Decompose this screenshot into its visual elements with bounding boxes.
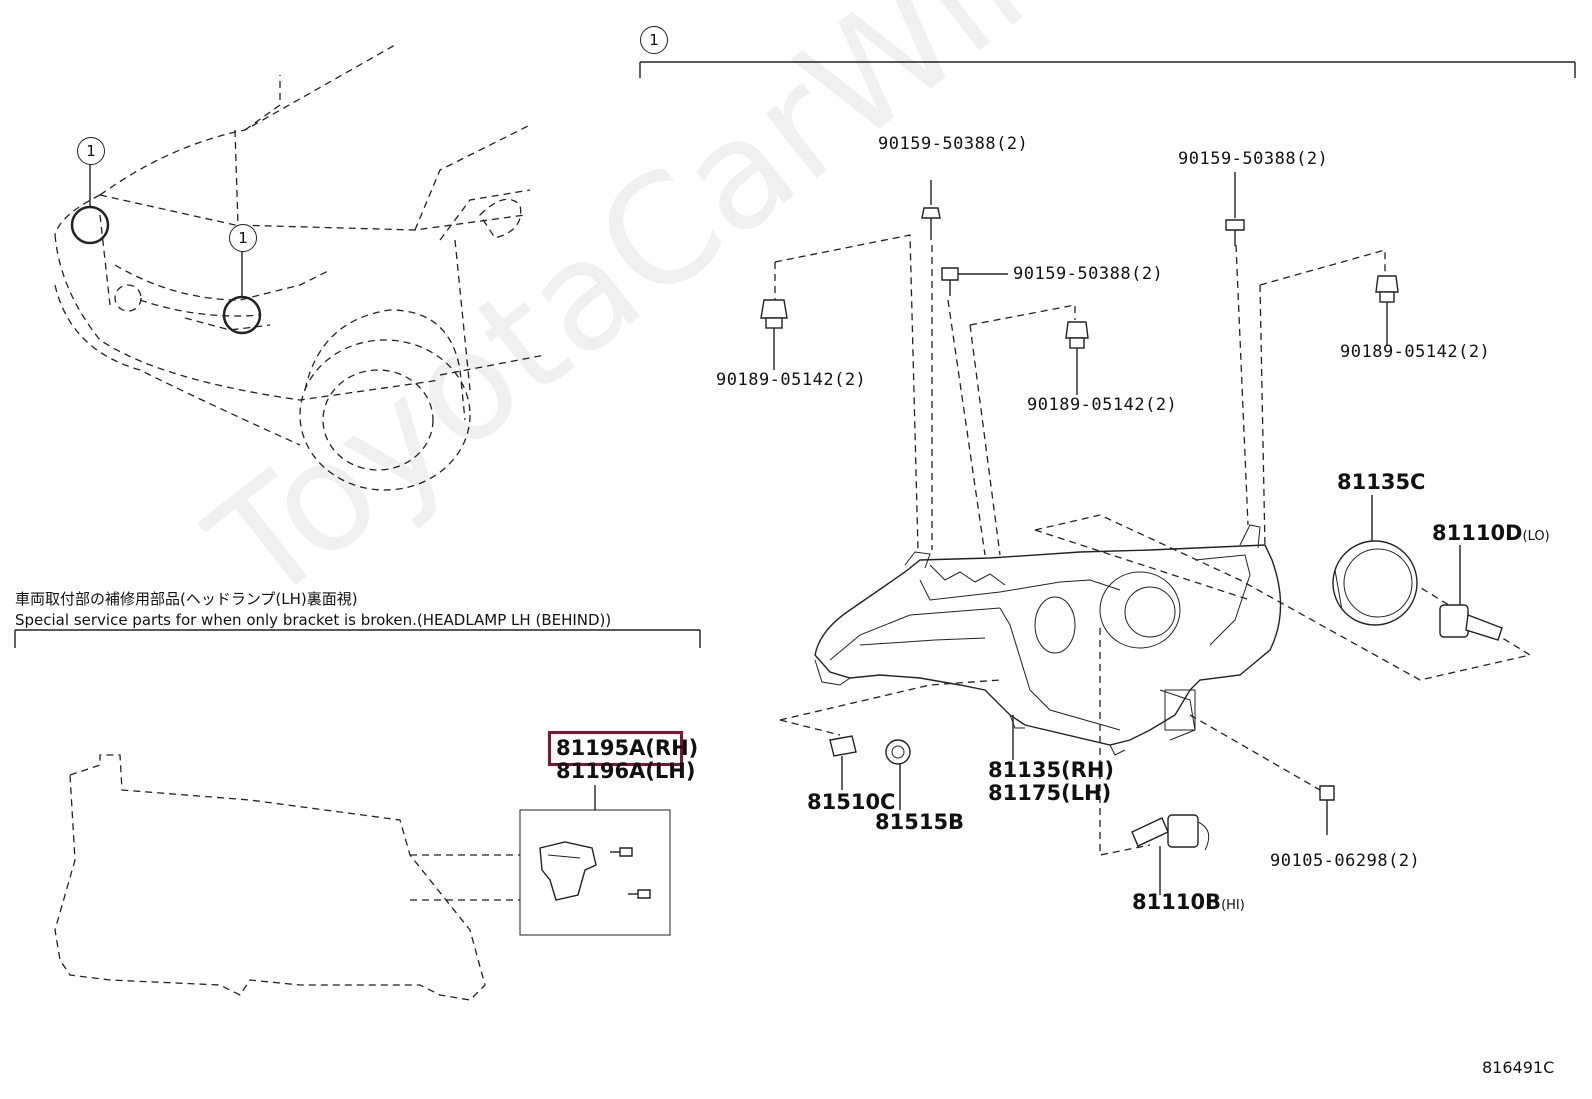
fastener-screw-bottom (1319, 785, 1335, 835)
dust-cap-part (1332, 495, 1418, 626)
headlamp-back-outline (54, 754, 520, 1001)
label-bulb-lo-suffix: (LO) (1522, 529, 1550, 544)
bulb-lo-part (1439, 545, 1503, 641)
label-screw-90159-left[interactable]: 90159-50388(2) (878, 134, 1029, 154)
label-screw-90159-right[interactable]: 90159-50388(2) (1178, 149, 1329, 169)
fastener-screw-mid (941, 267, 1008, 296)
label-bracket-lh[interactable]: 81196A(LH) (556, 759, 696, 783)
label-bracket-rh[interactable]: 81195A(RH) (556, 736, 699, 760)
bracket-detail-box (519, 785, 671, 936)
fastener-screw-right (1225, 172, 1245, 246)
highlight-box (548, 731, 683, 766)
car-front-illustration (54, 44, 546, 491)
callout-1-left-headlamp: 1 (77, 137, 105, 165)
figure-code: 816491C (1482, 1058, 1555, 1077)
label-dust-cap[interactable]: 81135C (1337, 470, 1426, 494)
label-bulb-lo-number: 81110D (1432, 521, 1523, 545)
label-headlamp-lh[interactable]: 81175(LH) (988, 781, 1112, 805)
label-socket-81515b[interactable]: 81515B (875, 810, 965, 834)
section-note-bracket (14, 629, 701, 648)
label-screw-90159-mid[interactable]: 90159-50388(2) (1013, 264, 1164, 284)
callout-1-right-headlamp: 1 (229, 224, 257, 252)
socket-81515b (885, 739, 911, 810)
headlamp-assembly (814, 524, 1282, 756)
label-bulb-hi-number: 81110B (1132, 890, 1222, 914)
dashed-leaders (774, 234, 1532, 856)
group-bracket-line (639, 61, 1576, 78)
label-clip-90189-mid[interactable]: 90189-05142(2) (1027, 395, 1178, 415)
fastener-screw-left (921, 180, 941, 240)
label-clip-90189-left[interactable]: 90189-05142(2) (716, 370, 867, 390)
callout-1-group: 1 (640, 26, 668, 54)
fastener-clip-mid (1065, 321, 1089, 395)
label-clip-90189-right[interactable]: 90189-05142(2) (1340, 342, 1491, 362)
label-screw-90105[interactable]: 90105-06298(2) (1270, 851, 1421, 871)
label-headlamp-rh[interactable]: 81135(RH) (988, 758, 1114, 782)
label-bulb-hi[interactable]: 81110B(HI) (1132, 892, 1245, 913)
label-bulb-hi-suffix: (HI) (1221, 898, 1245, 913)
bulb-hi-part (1131, 814, 1210, 895)
section-note-english: Special service parts for when only brac… (15, 611, 612, 629)
fastener-clip-left (760, 299, 788, 370)
section-note-japanese: 車両取付部の補修用部品(ヘッドランプ(LH)裏面視) (15, 590, 358, 608)
fastener-clip-right (1375, 275, 1399, 345)
label-bulb-lo[interactable]: 81110D(LO) (1432, 523, 1550, 544)
label-socket-81510c[interactable]: 81510C (807, 790, 896, 814)
socket-81510c (829, 735, 857, 790)
